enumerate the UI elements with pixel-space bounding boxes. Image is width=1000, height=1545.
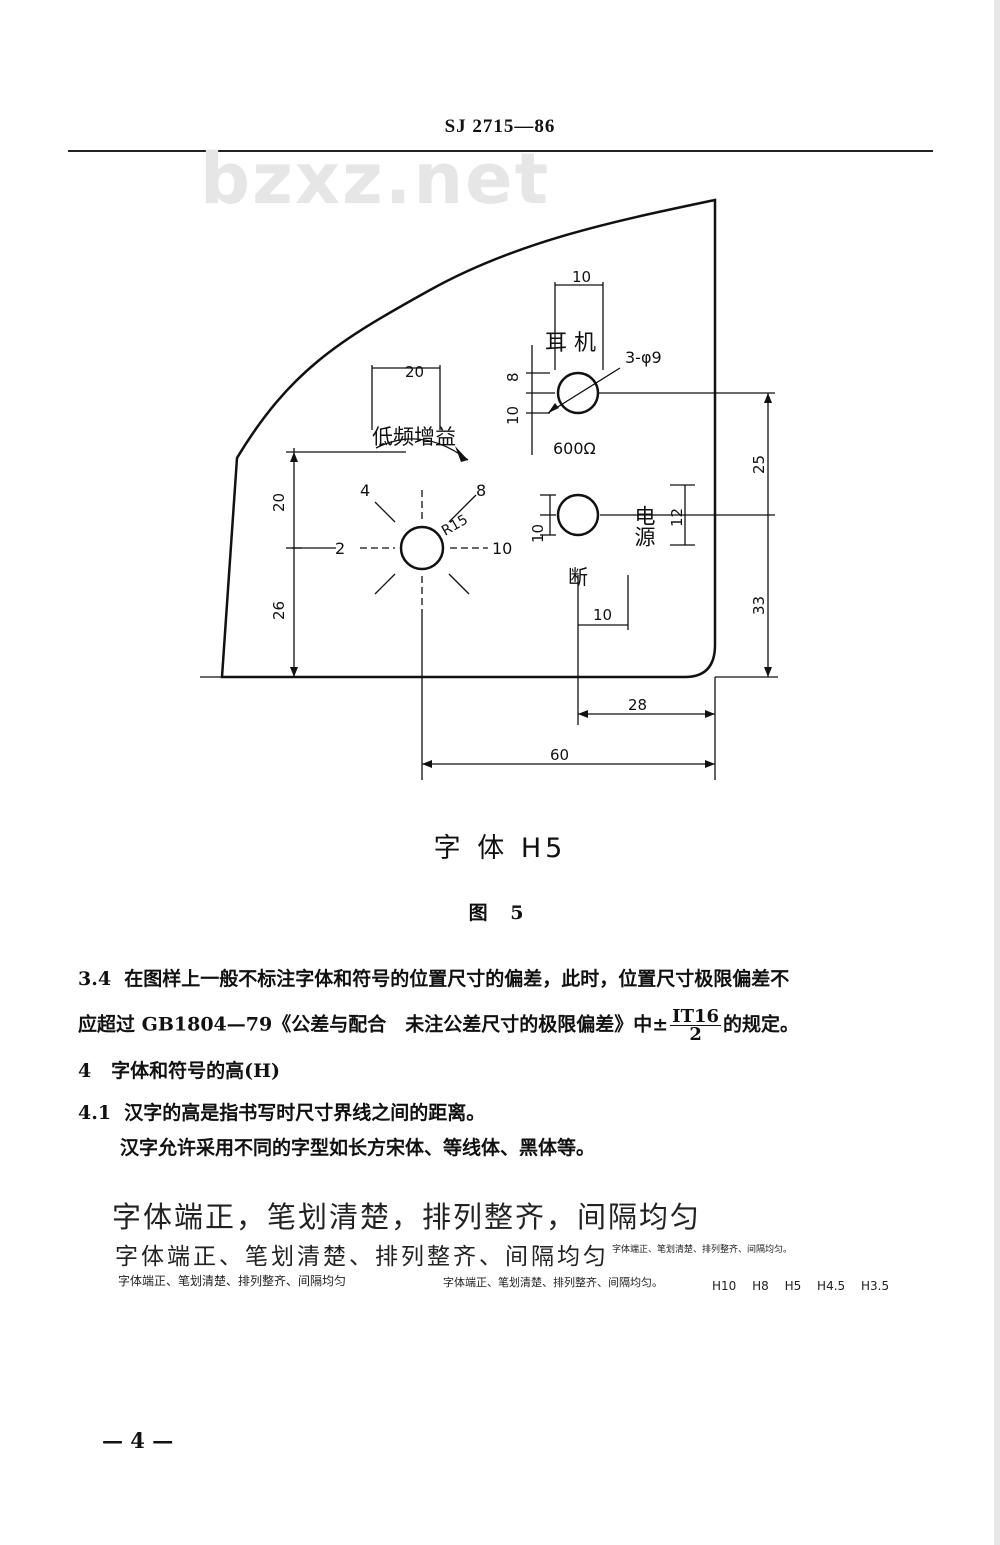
sample-h3-5: 字体端正、笔划清楚、排列整齐、间隔均匀。 — [612, 1245, 793, 1255]
dim-10-mid: 10 — [529, 524, 547, 543]
page-number: — 4 — — [102, 1428, 174, 1453]
paragraph-text: 的规定。 — [723, 1013, 800, 1036]
dim-26: 26 — [270, 601, 288, 620]
paragraph-text: 应超过 GB1804—79《公差与配合 未注公差尺寸的极限偏差》中± — [78, 1013, 669, 1036]
scale-mark-10: 10 — [492, 539, 512, 558]
fraction-denominator: 2 — [689, 1024, 702, 1045]
figure-title: 图 5 — [468, 902, 532, 924]
scale-mark-4: 4 — [360, 481, 370, 500]
section-number: 4.1 — [78, 1102, 112, 1124]
section-number: 3.4 — [78, 968, 112, 990]
dim-8: 8 — [504, 372, 522, 382]
paragraph-text: 汉字的高是指书写时尺寸界线之间的距离。 — [124, 1102, 486, 1124]
section-4-heading: 4 字体和符号的高(H) — [78, 1056, 280, 1086]
dim-28: 28 — [628, 696, 647, 714]
section-4-1-line2: 汉字允许采用不同的字型如长方宋体、等线体、黑体等。 — [120, 1137, 596, 1159]
font-size-caption: 字 体 H5 — [433, 833, 567, 864]
impedance-label: 600Ω — [553, 439, 596, 458]
dim-10-bottom: 10 — [593, 606, 612, 624]
off-label: 断 — [568, 565, 588, 589]
dim-10-left: 10 — [504, 406, 522, 425]
holes-label: 3-φ9 — [625, 348, 662, 367]
paragraph-text: 在图样上一般不标注字体和符号的位置尺寸的偏差，此时，位置尺寸极限偏差不 — [124, 968, 790, 990]
section-number: 4 — [78, 1060, 92, 1082]
watermark: bzxz.net — [200, 138, 551, 220]
scale-mark-2: 2 — [335, 539, 345, 558]
fraction-numerator: IT16 — [670, 1006, 722, 1027]
section-title: 字体和符号的高(H) — [111, 1060, 281, 1082]
standard-code: SJ 2715—86 — [444, 116, 556, 137]
scale-mark-8: 8 — [476, 481, 486, 500]
section-3-4-line1: 3.4 在图样上一般不标注字体和符号的位置尺寸的偏差，此时，位置尺寸极限偏差不 — [78, 964, 789, 994]
power-switch-hole — [556, 493, 600, 537]
section-4-1-line1: 4.1 汉字的高是指书写时尺寸界线之间的距离。 — [78, 1098, 485, 1128]
sample-h4-5: 字体端正、笔划清楚、排列整齐、间隔均匀。 — [443, 1276, 663, 1289]
dim-12: 12 — [668, 508, 686, 527]
sample-h10: 字体端正，笔划清楚，排列整齐，间隔均匀 — [112, 1200, 702, 1234]
dim-10-top: 10 — [572, 268, 591, 286]
power-label: 电源 — [632, 505, 656, 547]
low-freq-gain-label: 低频增益 — [372, 425, 456, 449]
page-edge — [994, 0, 1000, 1545]
knob-hole — [399, 525, 445, 571]
dim-33: 33 — [750, 596, 768, 615]
sample-h5: 字体端正、笔划清楚、排列整齐、间隔均匀 — [118, 1274, 347, 1288]
dim-20-left: 20 — [270, 493, 288, 512]
font-size-labels: H10 H8 H5 H4.5 H3.5 — [712, 1279, 890, 1293]
dim-20-top: 20 — [405, 363, 424, 381]
radius-label: R15 — [439, 512, 471, 540]
dim-60: 60 — [550, 746, 569, 764]
earphone-label: 耳 机 — [545, 331, 596, 356]
sample-h8: 字体端正、笔划清楚、排列整齐、间隔均匀 — [115, 1244, 609, 1270]
header-rule — [68, 150, 933, 152]
panel-outline — [220, 198, 717, 679]
dim-25: 25 — [750, 455, 768, 474]
panel-drawing: 耳 机 3-φ9 低频增益 600Ω 电源 断 R15 2 4 8 10 10 … — [200, 198, 778, 780]
earphone-hole — [556, 371, 600, 415]
